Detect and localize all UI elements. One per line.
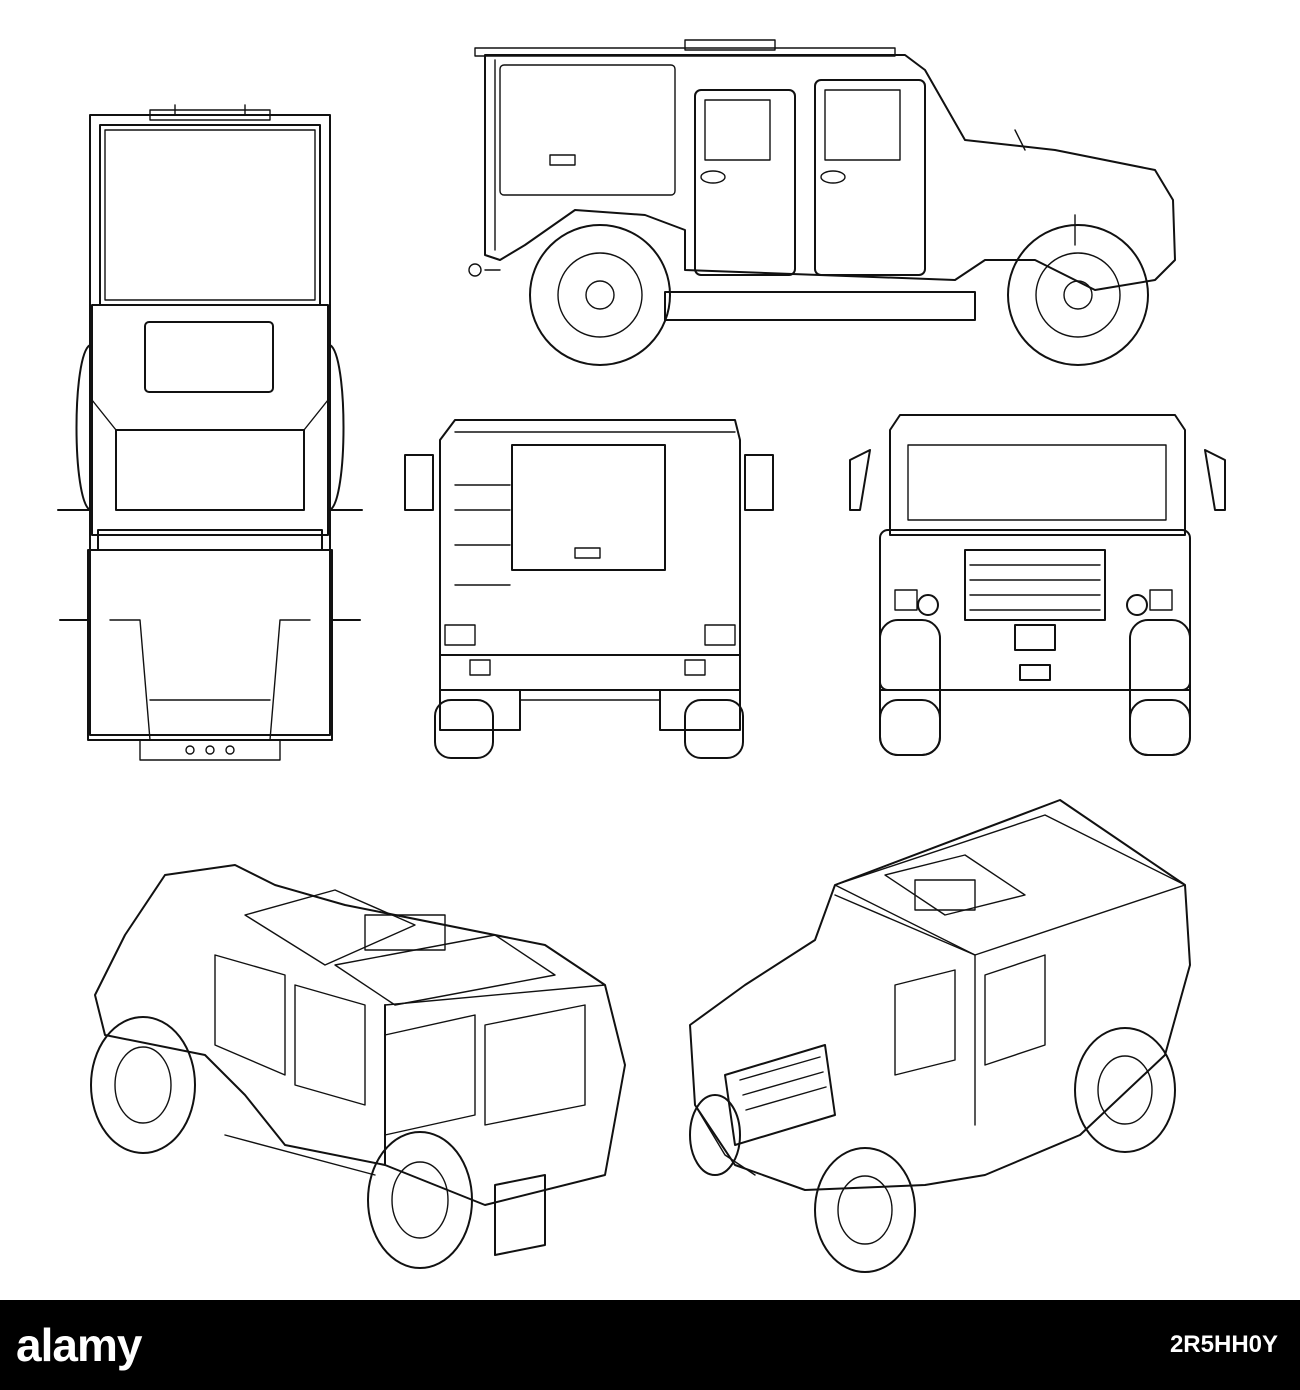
image-id: 2R5HH0Y: [1169, 1331, 1278, 1358]
rear-view: [400, 400, 780, 760]
footer-bar: alamy 2R5HH0Y: [0, 1300, 1300, 1390]
iso-front-view: [685, 795, 1205, 1275]
blueprint-canvas: [50, 30, 1235, 1285]
iso-rear-view: [85, 855, 645, 1285]
brand-logo: alamy: [16, 1319, 142, 1371]
top-view: [50, 100, 370, 770]
side-view: [455, 30, 1195, 385]
front-view: [840, 400, 1235, 760]
